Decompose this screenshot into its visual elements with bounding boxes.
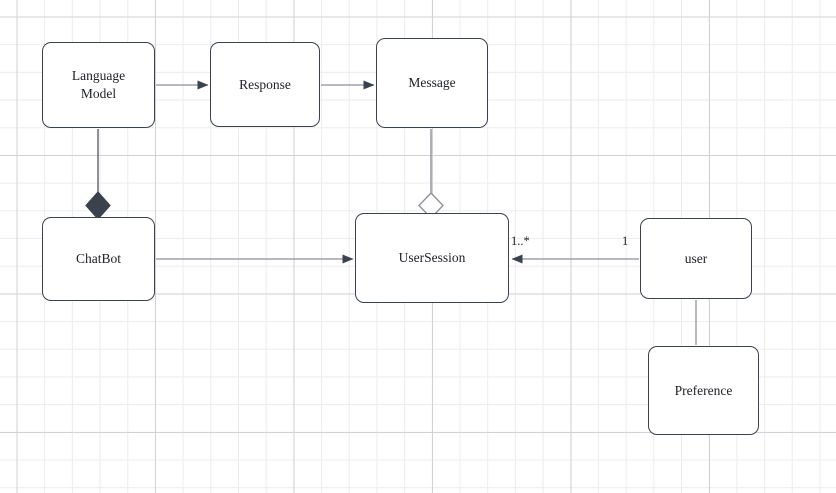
- node-chatbot-label: ChatBot: [75, 251, 121, 267]
- node-response-label: Response: [239, 76, 291, 92]
- node-preference[interactable]: Preference: [648, 346, 759, 435]
- node-preference-label: Preference: [674, 382, 733, 398]
- edge-language-model-composition-chatbot: [85, 129, 111, 220]
- node-message[interactable]: Message: [376, 38, 488, 128]
- node-usersession[interactable]: UserSession: [355, 213, 509, 303]
- node-message-label: Message: [408, 75, 456, 91]
- node-language-model-label: Language Model: [71, 68, 126, 101]
- filled-diamond-composition-icon: [85, 191, 111, 220]
- node-language-model[interactable]: Language Model: [42, 42, 155, 128]
- node-user-label: user: [684, 250, 708, 266]
- node-response[interactable]: Response: [210, 42, 320, 127]
- node-usersession-label: UserSession: [398, 250, 466, 266]
- edge-message-aggregation-usersession: [418, 129, 444, 219]
- node-chatbot[interactable]: ChatBot: [42, 217, 155, 301]
- multiplicity-label-many: 1..*: [511, 234, 530, 248]
- node-user[interactable]: user: [640, 218, 752, 299]
- multiplicity-label-one: 1: [622, 234, 629, 248]
